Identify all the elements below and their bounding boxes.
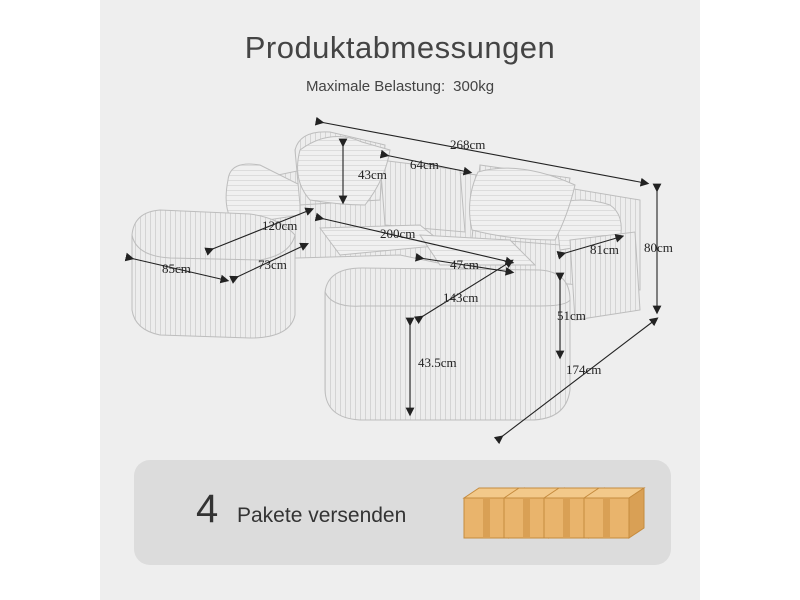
dim-back-height: 80cm — [644, 240, 673, 255]
dim-seat-height: 43.5cm — [418, 355, 457, 370]
dim-chaise-length: 143cm — [443, 290, 479, 305]
package-count: 4 — [196, 487, 219, 531]
packages-panel: 4 Pakete versenden — [134, 460, 671, 565]
package-box-icon — [582, 487, 646, 539]
dim-chaise-depth: 81cm — [590, 242, 619, 257]
max-load-value: 300kg — [453, 78, 495, 95]
dimension-lines — [124, 116, 662, 445]
dim-seat-depth: 47cm — [450, 257, 479, 272]
package-boxes — [462, 487, 646, 539]
dim-pillow-width: 64cm — [410, 157, 439, 172]
dim-pillow-height: 43cm — [358, 167, 387, 182]
dim-ottoman-width: 85cm — [162, 261, 191, 276]
dim-line-total-depth — [493, 317, 659, 445]
dim-seat-width: 200cm — [380, 226, 416, 241]
dim-line-ottoman-width — [124, 252, 230, 284]
sofa-diagram — [124, 116, 662, 445]
dim-line-chaise-depth — [556, 234, 625, 260]
dim-line-pillow-width — [379, 149, 473, 176]
dim-line-chaise-length — [413, 259, 514, 325]
dim-line-total-width — [314, 116, 650, 187]
dim-armrest-height: 51cm — [557, 308, 586, 323]
dim-line-ottoman-length — [204, 207, 315, 256]
page-title: Produktabmessungen — [244, 30, 556, 65]
package-label: Pakete versenden — [237, 504, 407, 527]
product-dimensions-canvas: Produktabmessungen Maximale Belastung: 30… — [100, 0, 700, 600]
max-load-line: Maximale Belastung: 300kg — [100, 78, 700, 95]
dim-ottoman-depth: 73cm — [258, 257, 287, 272]
max-load-label: Maximale Belastung: — [305, 78, 446, 95]
dim-total-width: 268cm — [450, 137, 486, 152]
dim-line-ottoman-depth — [229, 242, 309, 284]
package-box-icon — [542, 487, 606, 539]
dim-ottoman-length: 120cm — [262, 218, 298, 233]
dim-total-depth: 174cm — [566, 362, 602, 377]
pillow-right — [469, 167, 576, 241]
